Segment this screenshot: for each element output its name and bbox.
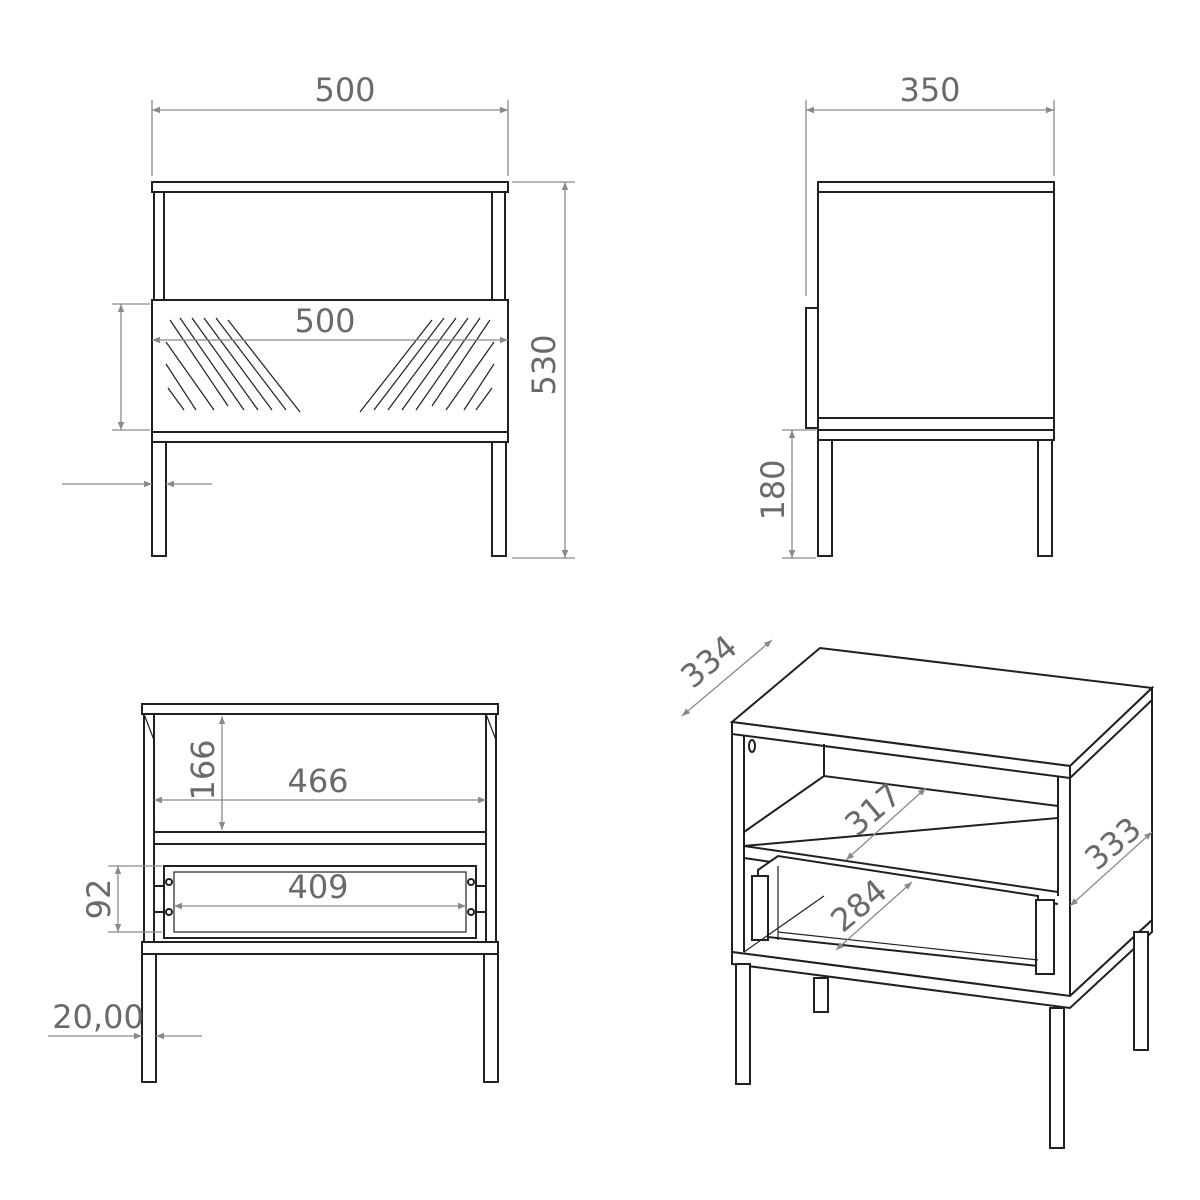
- open-drawer-inner: [173, 871, 467, 933]
- front-leg-right: [491, 441, 507, 557]
- dim-label-leg-height: 180: [754, 459, 792, 520]
- open-base-frame: [141, 941, 499, 955]
- open-leg-right: [483, 953, 499, 1083]
- side-view: [805, 181, 1055, 557]
- open-drawer-box: [163, 865, 477, 939]
- iso-leg-front-left: [735, 963, 751, 1085]
- dim-drawer-front-width: 500: [152, 302, 508, 344]
- open-shelf: [153, 831, 487, 845]
- dim-leg-height: 180: [754, 429, 816, 559]
- dim-front-width: 500: [151, 71, 509, 176]
- front-slats-right: [359, 317, 495, 413]
- open-leg-left: [141, 953, 157, 1083]
- side-panel: [817, 191, 1055, 419]
- side-leg-back: [1037, 439, 1053, 557]
- dim-side-depth: 350: [805, 71, 1055, 296]
- iso-drawer: [757, 854, 1039, 968]
- dim-drawer-inner-width: 409: [174, 868, 466, 910]
- dim-label-iso-side-depth: 333: [1077, 809, 1148, 877]
- dim-shelf-clearance: 166: [184, 716, 226, 830]
- dim-inner-width: 466: [154, 762, 486, 804]
- iso-leg-back-left: [813, 977, 829, 1013]
- side-bottom: [817, 417, 1055, 431]
- side-base-frame: [817, 429, 1055, 441]
- dim-label-inner-width: 466: [287, 762, 348, 800]
- open-top-board: [141, 703, 499, 715]
- dim-drawer-height: 92: [80, 865, 162, 933]
- side-drawer-front: [805, 307, 819, 429]
- dim-leg-profile: 20,00: [48, 998, 202, 1040]
- front-drawer-panel: [151, 299, 509, 433]
- dim-label-drawer-inner-width: 409: [287, 868, 348, 906]
- front-open-view: [141, 703, 499, 1083]
- dim-label-front-height: 530: [525, 334, 563, 395]
- iso-leg-front-right: [1049, 1007, 1065, 1149]
- iso-base-frame: [731, 917, 1153, 1010]
- dim-front-height: 530: [512, 181, 575, 559]
- dim-label-drawer-height: 92: [80, 879, 118, 920]
- dim-drawer-front-height: [112, 303, 150, 431]
- front-top-board: [151, 181, 509, 193]
- iso-leg-back-right: [1133, 931, 1149, 1051]
- side-top-board: [817, 181, 1055, 193]
- slide-left: [153, 885, 165, 913]
- dim-label-iso-top-depth: 334: [673, 627, 744, 695]
- dim-label-leg-profile: 20,00: [52, 998, 144, 1036]
- dim-iso-side-depth: 333: [1069, 809, 1153, 907]
- dim-label-front-width: 500: [314, 71, 375, 109]
- dim-label-side-depth: 350: [899, 71, 960, 109]
- slide-right: [475, 885, 487, 913]
- isometric-view: [729, 646, 1155, 1149]
- side-leg-front: [817, 439, 833, 557]
- dim-label-shelf-clearance: 166: [184, 739, 222, 800]
- dim-label-drawer-front-width: 500: [294, 302, 355, 340]
- front-view: [151, 181, 509, 557]
- front-slats-left: [165, 317, 301, 413]
- front-leg-left: [151, 441, 167, 557]
- front-base-frame: [151, 431, 509, 443]
